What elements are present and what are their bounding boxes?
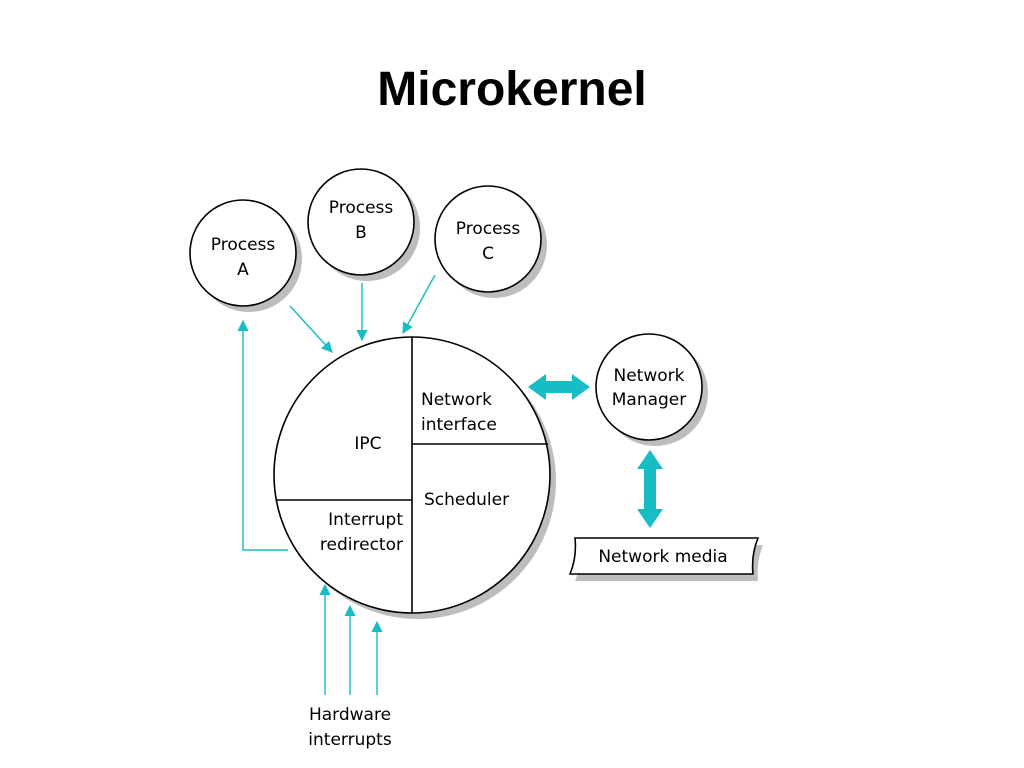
hardware-interrupts-label-line2: interrupts (308, 730, 392, 750)
process-c-label-line1: Process (456, 219, 521, 239)
network-manager-label-line2: Manager (612, 390, 687, 410)
interrupt-redirector-label-line2: redirector (320, 535, 403, 555)
kernel-circle: IPC Network interface Scheduler Interrup… (273, 336, 556, 619)
network-manager-node: Network Manager (595, 333, 708, 446)
ipc-label: IPC (354, 434, 381, 454)
network-media-label: Network media (598, 547, 727, 567)
arrow-process-a-to-kernel (289, 305, 333, 353)
double-arrow-kernel-network-manager (528, 374, 590, 400)
arrow-interrupt-to-process-a (237, 319, 288, 551)
process-a-label-line1: Process (211, 235, 276, 255)
slide-title: Microkernel (377, 63, 647, 116)
process-a-node: Process A (189, 199, 302, 312)
double-arrow-network-manager-media (637, 450, 663, 528)
process-b-label-line1: Process (329, 198, 394, 218)
process-c-node: Process C (434, 185, 547, 298)
scheduler-label: Scheduler (424, 490, 509, 510)
interrupt-redirector-label-line1: Interrupt (328, 510, 403, 530)
network-interface-label-line1: Network (421, 390, 492, 410)
network-interface-label-line2: interface (421, 415, 497, 435)
process-c-label-line2: C (482, 244, 494, 264)
hardware-interrupts-label-line1: Hardware (309, 705, 391, 725)
process-b-label-line2: B (355, 223, 367, 243)
arrow-process-c-to-kernel (402, 274, 436, 334)
network-manager-label-line1: Network (614, 366, 685, 386)
process-a-label-line2: A (237, 260, 249, 280)
process-b-node: Process B (307, 168, 420, 281)
network-media-box: Network media (568, 537, 763, 581)
